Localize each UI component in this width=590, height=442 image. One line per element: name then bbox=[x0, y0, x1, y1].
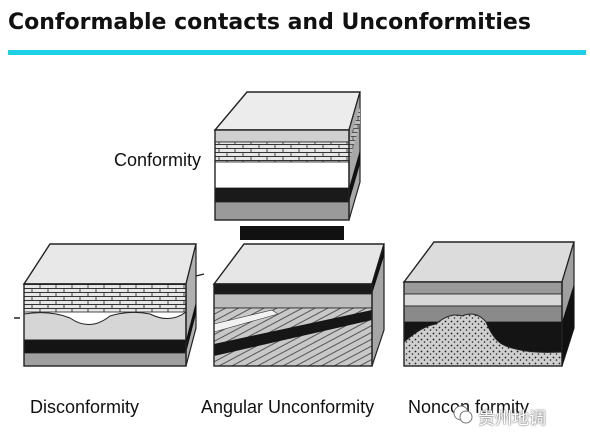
page-title: Conformable contacts and Unconformities bbox=[8, 10, 531, 35]
title-underline bbox=[8, 50, 586, 55]
watermark: 贵州地调 bbox=[478, 409, 546, 429]
angular-unconformity-label: Angular Unconformity bbox=[201, 397, 375, 417]
disconformity-block bbox=[14, 243, 205, 367]
nonconformity-label: Noncon formity bbox=[408, 397, 530, 417]
angular-unconformity-block bbox=[212, 243, 385, 367]
conformity-label: Conformity bbox=[114, 150, 202, 170]
contact-bar bbox=[240, 226, 344, 240]
nonconformity-block bbox=[402, 241, 575, 367]
disconformity-label: Disconformity bbox=[30, 397, 140, 417]
conformity-block bbox=[213, 91, 361, 221]
wechat-icon bbox=[453, 405, 473, 424]
